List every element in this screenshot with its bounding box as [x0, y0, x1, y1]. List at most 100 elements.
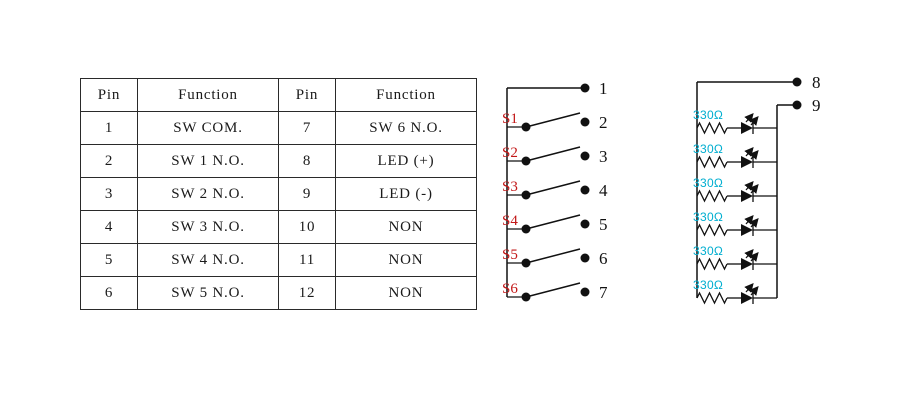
function-cell: SW 3 N.O.	[137, 210, 279, 244]
switch-s3: S3 4	[502, 179, 608, 200]
junction-dot	[792, 100, 802, 110]
led-emission-arrow	[744, 113, 754, 123]
switch-label: S3	[502, 179, 518, 195]
table-header-row: Pin Function Pin Function	[80, 78, 477, 112]
function-cell: NON	[335, 243, 477, 277]
led-emission-arrow	[749, 116, 759, 126]
resistor-value-label: 330Ω	[693, 108, 723, 122]
resistor-icon	[696, 223, 728, 237]
function-cell: SW 2 N.O.	[137, 177, 279, 211]
pin-cell: 7	[278, 111, 336, 145]
pin-cell: 5	[80, 243, 138, 277]
switch-schematic: 1 S1 2 S2 3 S3 4	[502, 79, 608, 302]
switch-blade	[525, 282, 581, 298]
resistor-icon	[696, 121, 728, 135]
led-emission-arrow	[749, 286, 759, 296]
throw-dot	[580, 219, 590, 229]
throw-dot	[580, 287, 590, 297]
resistor-icon	[696, 291, 728, 305]
pin-cell: 2	[80, 144, 138, 178]
led-emission-arrow	[749, 184, 759, 194]
pin-label: 2	[599, 113, 608, 132]
switch-label: S2	[502, 145, 518, 161]
resistor-value-label: 330Ω	[693, 176, 723, 190]
function-cell: SW 5 N.O.	[137, 276, 279, 310]
pin-cell: 10	[278, 210, 336, 244]
table-row: 6 SW 5 N.O. 12 NON	[80, 276, 477, 310]
pin-cell: 4	[80, 210, 138, 244]
led-emission-arrow	[744, 147, 754, 157]
switch-blade	[525, 248, 581, 264]
pin-cell: 11	[278, 243, 336, 277]
table-row: 5 SW 4 N.O. 11 NON	[80, 243, 477, 277]
led-schematic: 8 9 330Ω 330Ω	[693, 73, 821, 305]
pin-label: 1	[599, 79, 608, 98]
led-icon	[741, 224, 753, 236]
led-icon	[741, 258, 753, 270]
led-emission-arrow	[744, 215, 754, 225]
throw-dot	[580, 151, 590, 161]
led-emission-arrow	[749, 218, 759, 228]
switch-s5: S5 6	[502, 247, 608, 268]
pin-cell: 12	[278, 276, 336, 310]
switch-s2: S2 3	[502, 145, 608, 166]
switch-s1: S1 2	[502, 111, 608, 132]
led-icon	[741, 122, 753, 134]
pin-label: 4	[599, 181, 608, 200]
resistor-icon	[696, 257, 728, 271]
column-header-function: Function	[335, 78, 477, 112]
led-branch-5: 330Ω	[693, 244, 777, 271]
pin-cell: 6	[80, 276, 138, 310]
junction-dot	[792, 77, 802, 87]
junction-dot	[580, 83, 590, 93]
resistor-value-label: 330Ω	[693, 278, 723, 292]
led-icon	[741, 292, 753, 304]
function-cell: LED (+)	[335, 144, 477, 178]
led-branch-3: 330Ω	[693, 176, 777, 203]
column-header-pin: Pin	[80, 78, 138, 112]
table-row: 4 SW 3 N.O. 10 NON	[80, 210, 477, 244]
led-branch-1: 330Ω	[693, 108, 777, 135]
switch-blade	[525, 180, 581, 196]
switch-label: S6	[502, 281, 518, 297]
led-branch-2: 330Ω	[693, 142, 777, 169]
switch-label: S1	[502, 111, 518, 127]
table-row: 1 SW COM. 7 SW 6 N.O.	[80, 111, 477, 145]
led-branch-4: 330Ω	[693, 210, 777, 237]
switch-blade	[525, 214, 581, 230]
led-branch-6: 330Ω	[693, 278, 777, 305]
throw-dot	[580, 185, 590, 195]
pinout-table-container: Pin Function Pin Function 1 SW COM. 7 SW…	[80, 78, 477, 310]
led-icon	[741, 156, 753, 168]
throw-dot	[580, 117, 590, 127]
switch-label: S4	[502, 213, 518, 229]
switch-s6: S6 7	[502, 281, 608, 302]
function-cell: SW 1 N.O.	[137, 144, 279, 178]
throw-dot	[580, 253, 590, 263]
switch-blade	[525, 112, 581, 128]
function-cell: NON	[335, 276, 477, 310]
pinout-table: Pin Function Pin Function 1 SW COM. 7 SW…	[80, 78, 477, 310]
function-cell: NON	[335, 210, 477, 244]
resistor-value-label: 330Ω	[693, 210, 723, 224]
table-row: 2 SW 1 N.O. 8 LED (+)	[80, 144, 477, 178]
pin-cell: 3	[80, 177, 138, 211]
led-emission-arrow	[744, 283, 754, 293]
pin-label: 6	[599, 249, 608, 268]
function-cell: LED (-)	[335, 177, 477, 211]
resistor-value-label: 330Ω	[693, 142, 723, 156]
switch-s4: S4 5	[502, 213, 608, 234]
pin-cell: 8	[278, 144, 336, 178]
pin-label: 9	[812, 96, 821, 115]
pin-label: 5	[599, 215, 608, 234]
resistor-icon	[696, 155, 728, 169]
resistor-icon	[696, 189, 728, 203]
resistor-value-label: 330Ω	[693, 244, 723, 258]
pin-label: 8	[812, 73, 821, 92]
pin-cell: 1	[80, 111, 138, 145]
switch-blade	[525, 146, 581, 162]
led-emission-arrow	[744, 249, 754, 259]
pin-label: 7	[599, 283, 608, 302]
led-emission-arrow	[749, 150, 759, 160]
